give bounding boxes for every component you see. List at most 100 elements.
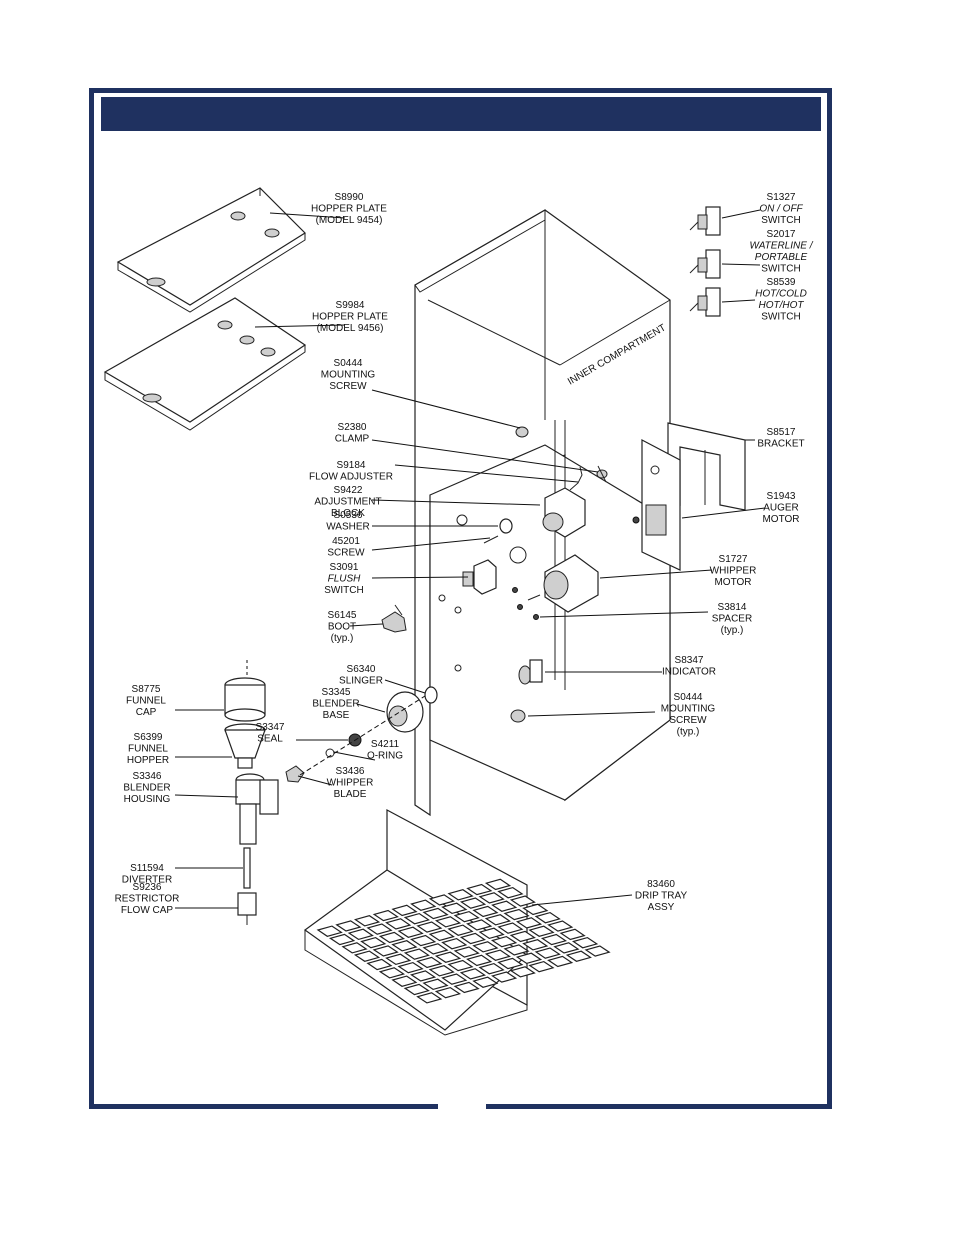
whipper-blade-part <box>285 765 305 783</box>
callout-line: (typ.) <box>721 625 744 636</box>
callout-line: S9984 <box>336 300 365 311</box>
callout-line: 45201 <box>332 536 360 547</box>
blender-base-part <box>386 691 424 733</box>
grate-cell <box>497 957 524 970</box>
callout-line: S0444 <box>674 692 703 703</box>
callout-line: BLENDER <box>123 783 170 794</box>
grate-cell <box>497 922 524 934</box>
grate-cell <box>434 916 462 928</box>
grate-cell <box>478 962 505 975</box>
grate-cell <box>466 954 493 967</box>
grate-cell <box>466 883 493 896</box>
header-bar <box>101 97 821 131</box>
callout-line: S11594 <box>130 863 164 874</box>
grate-cell <box>441 973 468 985</box>
callout-line: FLUSH <box>328 574 362 585</box>
grate-cell <box>316 925 343 937</box>
callout-line: HOPPER <box>127 755 169 766</box>
indicator-part <box>518 659 543 685</box>
waterline-switch-part <box>689 249 721 279</box>
callout-line: S1327 <box>767 192 796 203</box>
grate-cell <box>441 902 468 915</box>
funnel-cap-part <box>224 677 266 722</box>
grate-cell <box>366 958 393 971</box>
callout-line: FLOW CAP <box>121 905 174 916</box>
drip-tray-grid <box>316 878 611 1004</box>
callout-line: HOPPER PLATE <box>311 204 387 215</box>
callout-line: BASE <box>323 710 350 721</box>
diverter-part <box>243 847 251 889</box>
grate-cell <box>410 899 437 911</box>
grate-cell <box>409 934 437 947</box>
grate-cell <box>509 966 536 978</box>
callout-line: SPACER <box>712 614 752 625</box>
grate-cell <box>509 895 536 907</box>
callout-leaders <box>174 209 766 909</box>
grate-cell <box>459 932 487 945</box>
grate-cell <box>484 949 511 961</box>
grate-cell <box>378 967 406 979</box>
callout-line: S8517 <box>767 427 796 438</box>
grate-cell <box>428 929 455 942</box>
callout-line: MOUNTING <box>661 704 716 715</box>
on-off-switch-part <box>689 206 721 236</box>
grate-cell <box>547 920 574 932</box>
grate-cell <box>428 894 456 906</box>
grate-cell <box>453 946 480 958</box>
grate-cell <box>347 928 374 941</box>
grate-cell <box>391 975 418 987</box>
grate-cell <box>372 909 399 922</box>
callout-line: (MODEL 9456) <box>317 323 384 334</box>
blender-housing-part <box>235 773 279 845</box>
callout-line: ASSY <box>648 902 675 913</box>
callout-line: S3436 <box>336 766 365 777</box>
grate-cell <box>434 951 462 963</box>
grate-cell <box>547 955 574 968</box>
callout-line: BOOT <box>328 622 356 633</box>
callout-line: S1727 <box>719 554 748 565</box>
callout-line: AUGER <box>763 503 799 514</box>
callout-line: SCREW <box>327 548 365 559</box>
grate-cell <box>466 919 493 931</box>
callout-line: S0444 <box>334 358 363 369</box>
grate-cell <box>472 976 499 988</box>
callout-line: FUNNEL <box>126 696 166 707</box>
flush-switch-part <box>462 559 497 595</box>
grate-cell <box>459 897 487 909</box>
callout-line: ON / OFF <box>759 204 803 215</box>
callout-line: RESTRICTOR <box>115 894 180 905</box>
grate-cell <box>422 907 449 920</box>
callout-line: (typ.) <box>331 633 354 644</box>
grate-cell <box>441 937 468 950</box>
grate-cell <box>328 933 356 946</box>
grate-cell <box>422 978 449 991</box>
callout-line: S8775 <box>132 684 161 695</box>
grate-cell <box>534 911 561 924</box>
grate-cell <box>447 924 474 936</box>
callout-line: HOUSING <box>124 794 171 805</box>
callout-line: SCREW <box>329 381 367 392</box>
grate-cell <box>484 878 512 891</box>
callout-line: S8990 <box>335 192 364 203</box>
callout-line: WASHER <box>326 522 370 533</box>
callout-line: BRACKET <box>757 439 804 450</box>
grate-cell <box>528 960 555 973</box>
grate-cell <box>391 940 418 952</box>
grate-cell <box>553 942 580 954</box>
grate-cell <box>416 956 443 969</box>
